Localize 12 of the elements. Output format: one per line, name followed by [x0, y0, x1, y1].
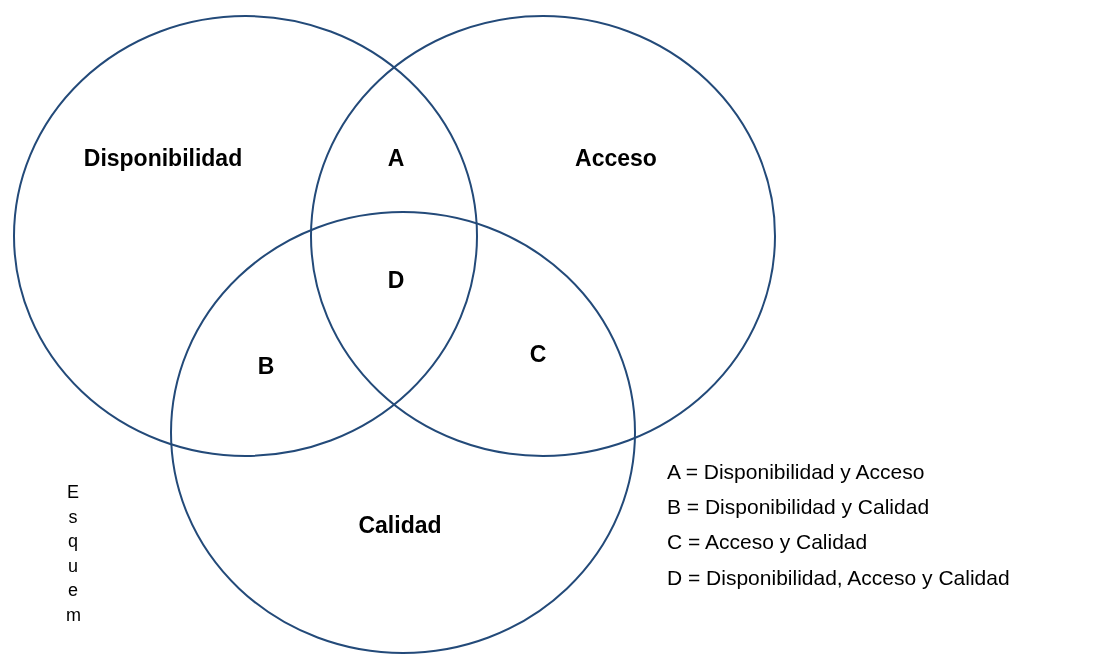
vertical-caption: Esquem: [66, 481, 80, 627]
region-letter: B: [257, 352, 275, 380]
region-letter: D: [387, 266, 405, 294]
legend-text: C = Acceso y Calidad: [667, 530, 868, 554]
region-letter: C: [529, 340, 547, 368]
set-label: Acceso: [575, 144, 657, 172]
set-label: Disponibilidad: [83, 144, 243, 172]
legend-text: D = Disponibilidad, Acceso y Calidad: [667, 566, 1010, 590]
region-letter: A: [387, 144, 405, 172]
set-label: Calidad: [358, 511, 442, 539]
legend-text: A = Disponibilidad y Acceso: [667, 460, 925, 484]
legend-text: B = Disponibilidad y Calidad: [667, 495, 930, 519]
